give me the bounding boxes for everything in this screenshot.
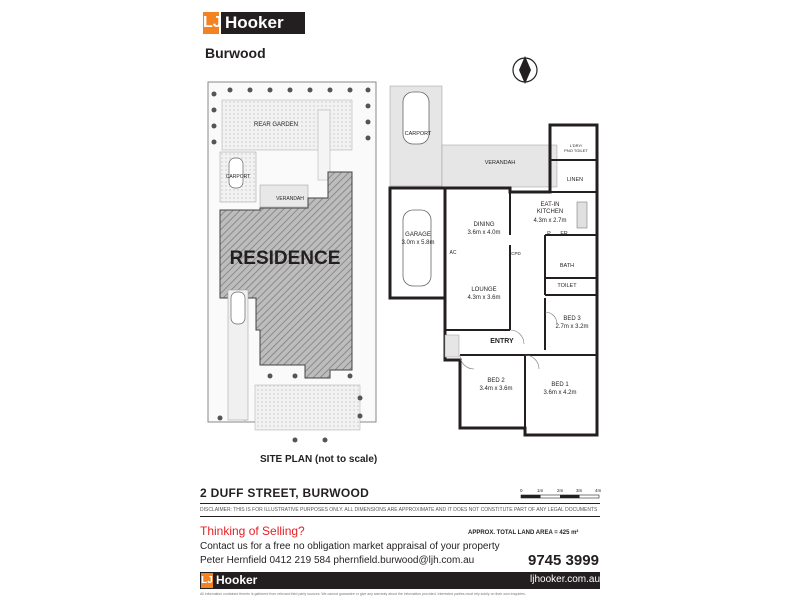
garage-label: GARAGE <box>405 232 431 238</box>
office-phone[interactable]: 9745 3999 <box>528 552 599 569</box>
scale-tick-0: 0 <box>520 488 523 493</box>
divider-bottom <box>200 516 600 517</box>
dining-size: 3.6m x 4.0m <box>467 230 501 236</box>
dining-label: DINING <box>473 222 495 228</box>
logo-mark: LJ <box>203 12 222 34</box>
site-verandah-label: VERANDAH <box>276 196 304 202</box>
kitchen-size: 4.3m x 2.7m <box>533 218 567 224</box>
garage-size: 3.0m x 5.8m <box>401 240 435 246</box>
ac-label: AC <box>449 250 457 256</box>
bed1-label: BED 1 <box>551 382 569 388</box>
kitchen-label: EAT-IN KITCHEN <box>536 202 564 215</box>
verandah-label: VERANDAH <box>484 160 516 166</box>
scale-tick-2: 2m <box>557 488 564 493</box>
site-verandah <box>259 184 309 208</box>
office-name: Burwood <box>205 45 266 61</box>
compass-north-label: N <box>521 66 529 77</box>
footer-url[interactable]: ljhooker.com.au <box>530 574 601 585</box>
bath-label: BATH <box>559 263 575 269</box>
site-plan <box>207 81 377 443</box>
scale-tick-4: 4m <box>595 488 602 493</box>
floor-plan <box>388 56 599 437</box>
pantry-label: P <box>547 231 551 237</box>
linen-label: LINEN <box>566 177 584 183</box>
lounge-size: 4.3m x 3.6m <box>467 295 501 301</box>
scale-bar <box>520 494 600 499</box>
front-garden <box>254 384 361 431</box>
divider-top <box>200 503 600 504</box>
site-plan-caption: SITE PLAN (not to scale) <box>260 454 378 465</box>
residence-label: RESIDENCE <box>229 248 341 269</box>
property-address: 2 DUFF STREET, BURWOOD <box>200 486 370 500</box>
cpd-label: CPD <box>511 251 521 256</box>
toilet-label: TOILET <box>557 283 577 289</box>
bed2-size: 3.4m x 3.6m <box>479 386 513 392</box>
land-area: APPROX. TOTAL LAND AREA = 425 m² <box>468 530 579 536</box>
logo-wordmark: Hooker <box>221 12 305 34</box>
site-rear-garden-label: REAR GARDEN <box>253 122 298 128</box>
laundry-label: L'DRY/ PNO TOILET <box>564 143 588 153</box>
footer-fineprint: All information contained therein is gat… <box>200 592 526 596</box>
site-carport-label: CARPORT <box>225 174 251 180</box>
footer-bar <box>200 572 600 589</box>
lounge-label: LOUNGE <box>471 287 497 293</box>
scale-tick-3: 3m <box>576 488 583 493</box>
carport-label: CARPORT <box>404 131 432 137</box>
entry-label: ENTRY <box>490 338 514 345</box>
footer-logo-wordmark: Hooker <box>216 573 258 587</box>
rear-garden <box>221 99 353 151</box>
bed3-size: 2.7m x 3.2m <box>555 324 589 330</box>
fridge-label: FR <box>560 231 568 237</box>
agent-contact[interactable]: Peter Hernfield 0412 219 584 phernfield.… <box>200 555 475 566</box>
footer-logo-mark: LJ <box>201 573 213 588</box>
bed1-size: 3.6m x 4.2m <box>543 390 577 396</box>
verandah-area <box>441 144 558 188</box>
bed2-label: BED 2 <box>487 378 505 384</box>
promo-headline: Thinking of Selling? <box>200 524 305 538</box>
residence-outline <box>219 171 353 379</box>
disclaimer: DISCLAIMER: THIS IS FOR ILLUSTRATIVE PUR… <box>200 507 598 513</box>
scale-tick-1: 1m <box>537 488 544 493</box>
bed3-label: BED 3 <box>563 316 581 322</box>
promo-line: Contact us for a free no obligation mark… <box>200 541 500 552</box>
